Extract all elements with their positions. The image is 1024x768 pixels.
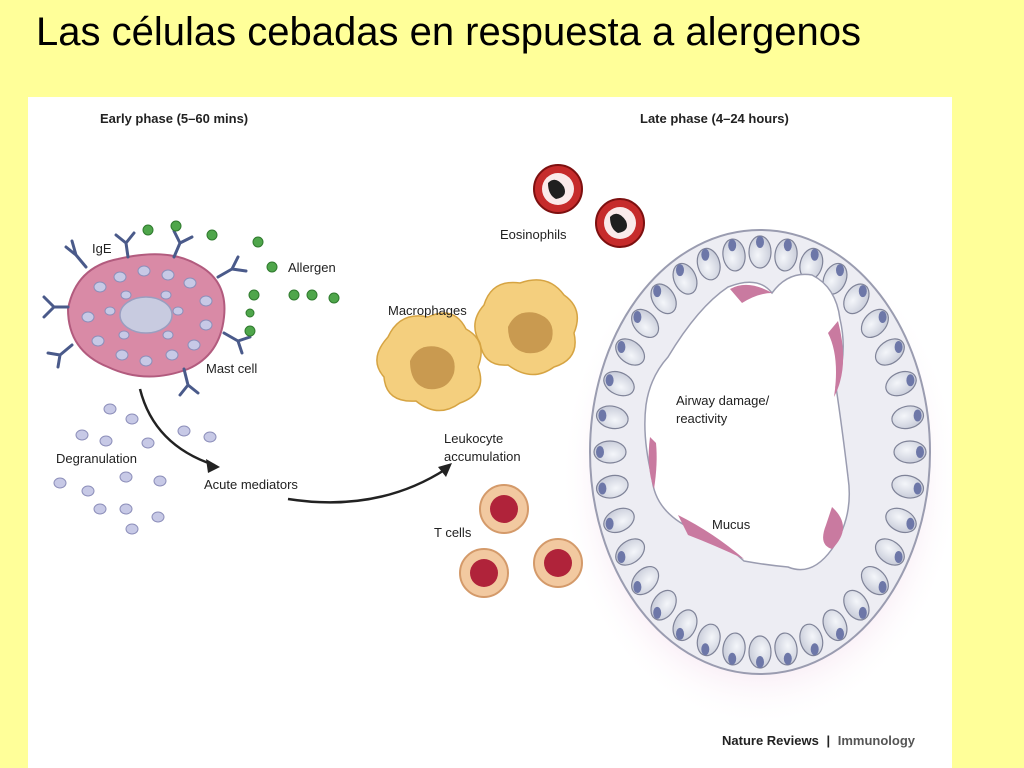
ige-antibodies (42, 229, 252, 397)
released-granules (53, 403, 217, 535)
epithelial-nucleus (916, 446, 924, 458)
allergen-label: Allergen (288, 260, 336, 275)
mast-cell-label: Mast cell (206, 361, 257, 376)
leukocyte-label-line2: accumulation (444, 449, 521, 464)
t-cell (533, 538, 583, 588)
macrophage-cell (474, 279, 579, 376)
acute-mediators-label: Acute mediators (204, 477, 298, 492)
epithelial-nucleus (605, 374, 614, 387)
epithelial-cell (593, 440, 627, 464)
figure-canvas: Early phase (5–60 mins) Late phase (4–24… (42, 111, 952, 748)
airway-damage-label-line2: reactivity (676, 411, 728, 426)
credit-journal: Nature Reviews (722, 733, 819, 748)
epithelial-nucleus (728, 239, 737, 252)
allergen-particles (142, 220, 340, 337)
t-cells (459, 484, 583, 598)
eosinophils (533, 164, 645, 248)
epithelial-nucleus (810, 248, 819, 261)
arrow-to-mediators (138, 388, 215, 467)
mast-cell-nucleus (119, 296, 173, 334)
epithelial-nucleus (836, 264, 844, 277)
epithelial-cell (893, 440, 927, 464)
epithelial-nucleus (701, 643, 710, 656)
epithelial-nucleus (906, 517, 915, 530)
arrows (138, 388, 447, 504)
epithelial-nucleus (701, 248, 710, 261)
epithelial-nucleus (894, 551, 903, 563)
epithelial-nucleus (756, 236, 764, 248)
mast-cell-granules (81, 265, 213, 367)
t-cell (459, 548, 509, 598)
epithelial-nucleus (653, 285, 662, 298)
epithelial-nucleus (728, 652, 737, 665)
eosinophil-cell (533, 164, 583, 214)
macrophages (376, 279, 579, 412)
epithelial-nucleus (598, 409, 607, 422)
epithelial-nucleus (596, 446, 604, 458)
epithelial-nucleus (633, 581, 642, 593)
epithelial-nucleus (913, 482, 922, 495)
credit-separator: | (826, 733, 830, 748)
slide-title: Las células cebadas en respuesta a alerg… (36, 10, 861, 54)
epithelial-nucleus (653, 606, 662, 619)
eosinophil-cell (595, 198, 645, 248)
epithelial-nucleus (676, 627, 684, 640)
epithelial-nucleus (858, 606, 867, 619)
epithelial-nucleus (633, 311, 642, 323)
epithelial-nucleus (894, 341, 903, 353)
epithelial-cells (593, 235, 927, 669)
epithelial-nucleus (836, 627, 844, 640)
epithelial-nucleus (906, 374, 915, 387)
epithelial-nucleus (783, 239, 792, 252)
credit-section: Immunology (838, 733, 916, 748)
epithelial-nucleus (676, 264, 684, 277)
degranulation-label: Degranulation (56, 451, 137, 466)
ige-label: IgE (92, 241, 112, 256)
t-cell (479, 484, 529, 534)
epithelial-nucleus (605, 517, 614, 530)
eosinophils-label: Eosinophils (500, 227, 567, 242)
leukocyte-label-line1: Leukocyte (444, 431, 503, 446)
journal-credit: Nature Reviews | Immunology (722, 733, 916, 748)
epithelial-nucleus (617, 551, 626, 563)
t-cells-label: T cells (434, 525, 472, 540)
airway-damage-label-line1: Airway damage/ (676, 393, 770, 408)
epithelial-nucleus (617, 341, 626, 353)
mucus-label: Mucus (712, 517, 751, 532)
early-phase-label: Early phase (5–60 mins) (100, 111, 248, 126)
epithelial-nucleus (858, 285, 867, 298)
allergen-response-figure: Early phase (5–60 mins) Late phase (4–24… (28, 97, 952, 768)
epithelial-nucleus (878, 581, 887, 593)
epithelial-nucleus (598, 482, 607, 495)
arrow-to-leukocytes (287, 467, 447, 504)
epithelial-nucleus (783, 652, 792, 665)
macrophages-label: Macrophages (388, 303, 467, 318)
airway-wall (589, 229, 931, 675)
epithelial-nucleus (756, 656, 764, 668)
macrophage-cell (376, 312, 482, 412)
late-phase-label: Late phase (4–24 hours) (640, 111, 789, 126)
mucus-deposits (648, 284, 844, 559)
epithelial-nucleus (878, 311, 887, 323)
mast-cell (42, 229, 252, 397)
arrowheads (206, 459, 452, 477)
epithelial-nucleus (810, 643, 819, 656)
epithelial-nucleus (913, 409, 922, 422)
